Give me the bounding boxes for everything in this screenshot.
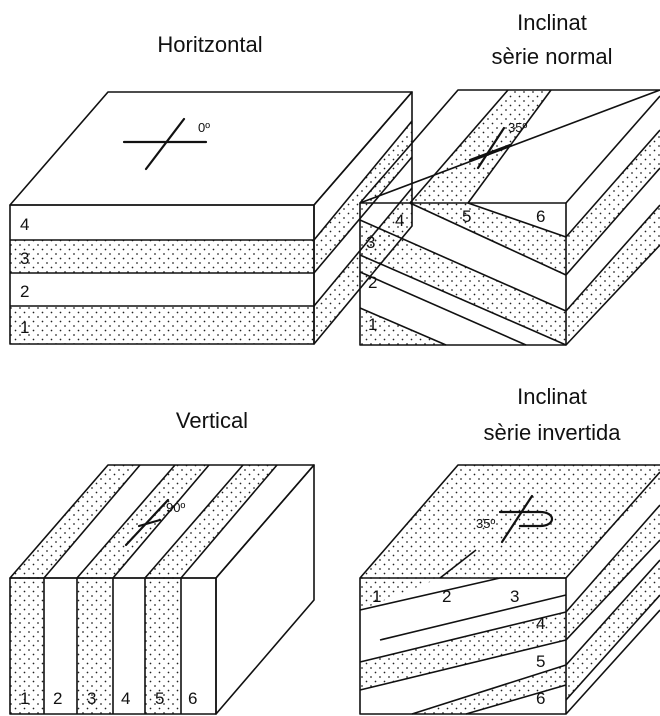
top-band-5 (145, 465, 277, 578)
front-band-3 (360, 220, 566, 345)
layer-label: 5 (536, 652, 545, 671)
layer-label: 6 (536, 689, 545, 708)
title-inverted-line1: Inclinat (517, 384, 587, 409)
layer-label: 6 (536, 207, 545, 226)
front-band-3 (77, 578, 113, 714)
panel-inclined-normal: Inclinat sèrie normal (359, 10, 660, 346)
dip-label: 90º (166, 500, 185, 515)
dip-label: 35º (508, 120, 527, 135)
front-band-1 (10, 578, 44, 714)
layer-label: 2 (368, 273, 377, 292)
front-band-1 (10, 306, 314, 344)
layer-label: 2 (20, 282, 29, 301)
panel-inclined-inverted: Inclinat sèrie invertida (359, 384, 660, 715)
side-band (566, 130, 660, 275)
title-normal-line2: sèrie normal (491, 44, 612, 69)
strike-dip-symbol (124, 498, 170, 547)
layer-label: 1 (368, 315, 377, 334)
dip-label: 0º (198, 120, 210, 135)
strike-dip-symbol (468, 126, 512, 170)
layer-label: 3 (510, 587, 519, 606)
top-band-1 (360, 465, 660, 578)
panel-horizontal: Horitzontal 0º 4 3 2 1 (9, 32, 413, 345)
layer-label: 3 (366, 233, 375, 252)
dip-label: 35º (476, 516, 495, 531)
top-band-3 (77, 465, 209, 578)
layer-label: 4 (20, 215, 29, 234)
layer-label: 4 (121, 689, 130, 708)
side-band-1 (314, 188, 412, 344)
layer-label: 2 (442, 587, 451, 606)
layer-label: 4 (395, 211, 404, 230)
overturned-bedding-symbol (498, 494, 554, 544)
layer-label: 1 (20, 318, 29, 337)
title-vertical: Vertical (176, 408, 248, 433)
layer-label: 6 (188, 689, 197, 708)
title-normal-line1: Inclinat (517, 10, 587, 35)
strike-dip-symbol (122, 117, 208, 171)
title-horizontal: Horitzontal (157, 32, 262, 57)
front-band-3 (360, 612, 566, 690)
panel-vertical: Vertical 90º 1 2 3 4 5 6 (9, 408, 315, 715)
front-band-5 (145, 578, 181, 714)
block-side-face (313, 91, 413, 345)
title-inverted-line2: sèrie invertida (484, 420, 622, 445)
layer-label: 3 (87, 689, 96, 708)
layer-label: 5 (155, 689, 164, 708)
side-band (566, 205, 660, 345)
layer-label: 5 (462, 207, 471, 226)
layer-label: 1 (20, 689, 29, 708)
side-band (566, 560, 660, 700)
block-top-face (359, 464, 660, 579)
layer-label: 1 (372, 587, 381, 606)
side-band (566, 505, 660, 640)
layer-label: 4 (536, 614, 545, 633)
front-band-3 (10, 240, 314, 273)
layer-label: 3 (20, 249, 29, 268)
block-side-face (215, 464, 315, 715)
block-top-face (9, 91, 413, 206)
top-band-5 (410, 90, 551, 203)
top-band-1 (10, 465, 140, 578)
side-band-3 (314, 121, 412, 273)
front-band-1 (360, 578, 440, 610)
layer-label: 2 (53, 689, 62, 708)
